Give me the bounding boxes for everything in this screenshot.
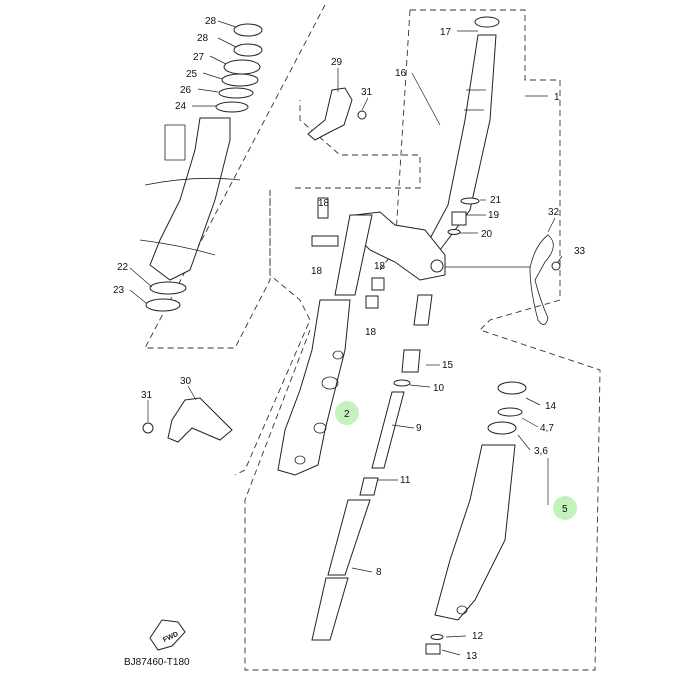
callout-22[interactable]: 22 <box>117 262 129 273</box>
callout-5[interactable]: 5 <box>562 504 568 515</box>
fwd-arrow-icon: FWD <box>149 619 186 651</box>
callout-31[interactable]: 31 <box>361 87 373 98</box>
callout-9[interactable]: 9 <box>416 423 422 434</box>
callout-30[interactable]: 30 <box>180 376 192 387</box>
callout-18[interactable]: 18 <box>365 327 377 338</box>
callout-31[interactable]: 31 <box>141 390 153 401</box>
callout-33[interactable]: 33 <box>574 246 586 257</box>
under-bracket <box>351 211 530 281</box>
callout-28[interactable]: 28 <box>205 16 217 27</box>
callout-19[interactable]: 19 <box>488 210 500 221</box>
spring-clip-32 <box>529 234 561 325</box>
callout-1[interactable]: 1 <box>554 92 560 103</box>
callout-28[interactable]: 28 <box>197 33 209 44</box>
callout-10[interactable]: 10 <box>433 383 445 394</box>
callout-12[interactable]: 12 <box>472 631 484 642</box>
small-parts-19-21 <box>447 197 480 235</box>
callout-23[interactable]: 23 <box>113 285 125 296</box>
callout-4-7[interactable]: 4,7 <box>540 423 554 434</box>
callout-2[interactable]: 2 <box>344 409 350 420</box>
highlight-part-5 <box>553 496 577 520</box>
left-outer-tube-2 <box>277 214 373 476</box>
right-outer-tube-5 <box>434 381 527 621</box>
callout-13[interactable]: 13 <box>466 651 478 662</box>
callout-labels[interactable]: 28 28 27 25 26 24 22 23 29 31 17 16 1 21… <box>113 16 586 662</box>
callout-29[interactable]: 29 <box>331 57 343 68</box>
callout-32[interactable]: 32 <box>548 207 560 218</box>
callout-15[interactable]: 15 <box>442 360 454 371</box>
highlight-markers <box>335 401 577 520</box>
leader-lines <box>129 20 563 656</box>
callout-20[interactable]: 20 <box>481 229 493 240</box>
group-outlines <box>144 4 601 671</box>
callout-3-6[interactable]: 3,6 <box>534 446 548 457</box>
steering-head-parts <box>139 23 263 312</box>
drain-bolt-13 <box>425 634 444 655</box>
callout-14[interactable]: 14 <box>545 401 557 412</box>
inner-parts <box>311 294 433 641</box>
callout-27[interactable]: 27 <box>193 52 205 63</box>
callout-18[interactable]: 18 <box>374 261 386 272</box>
callout-11[interactable]: 11 <box>400 475 411 486</box>
callout-16[interactable]: 16 <box>395 68 407 79</box>
callout-18[interactable]: 18 <box>318 198 330 209</box>
highlight-part-2 <box>335 401 359 425</box>
callout-25[interactable]: 25 <box>186 69 198 80</box>
callout-26[interactable]: 26 <box>180 85 192 96</box>
cable-holder-29 <box>307 87 367 141</box>
bolts-18 <box>311 197 385 309</box>
bracket-30 <box>142 397 233 443</box>
callout-18[interactable]: 18 <box>311 266 323 277</box>
diagram-code: BJ87460-T180 <box>124 657 190 668</box>
callout-21[interactable]: 21 <box>490 195 502 206</box>
callout-24[interactable]: 24 <box>175 101 187 112</box>
callout-17[interactable]: 17 <box>440 27 452 38</box>
callout-8[interactable]: 8 <box>376 567 382 578</box>
